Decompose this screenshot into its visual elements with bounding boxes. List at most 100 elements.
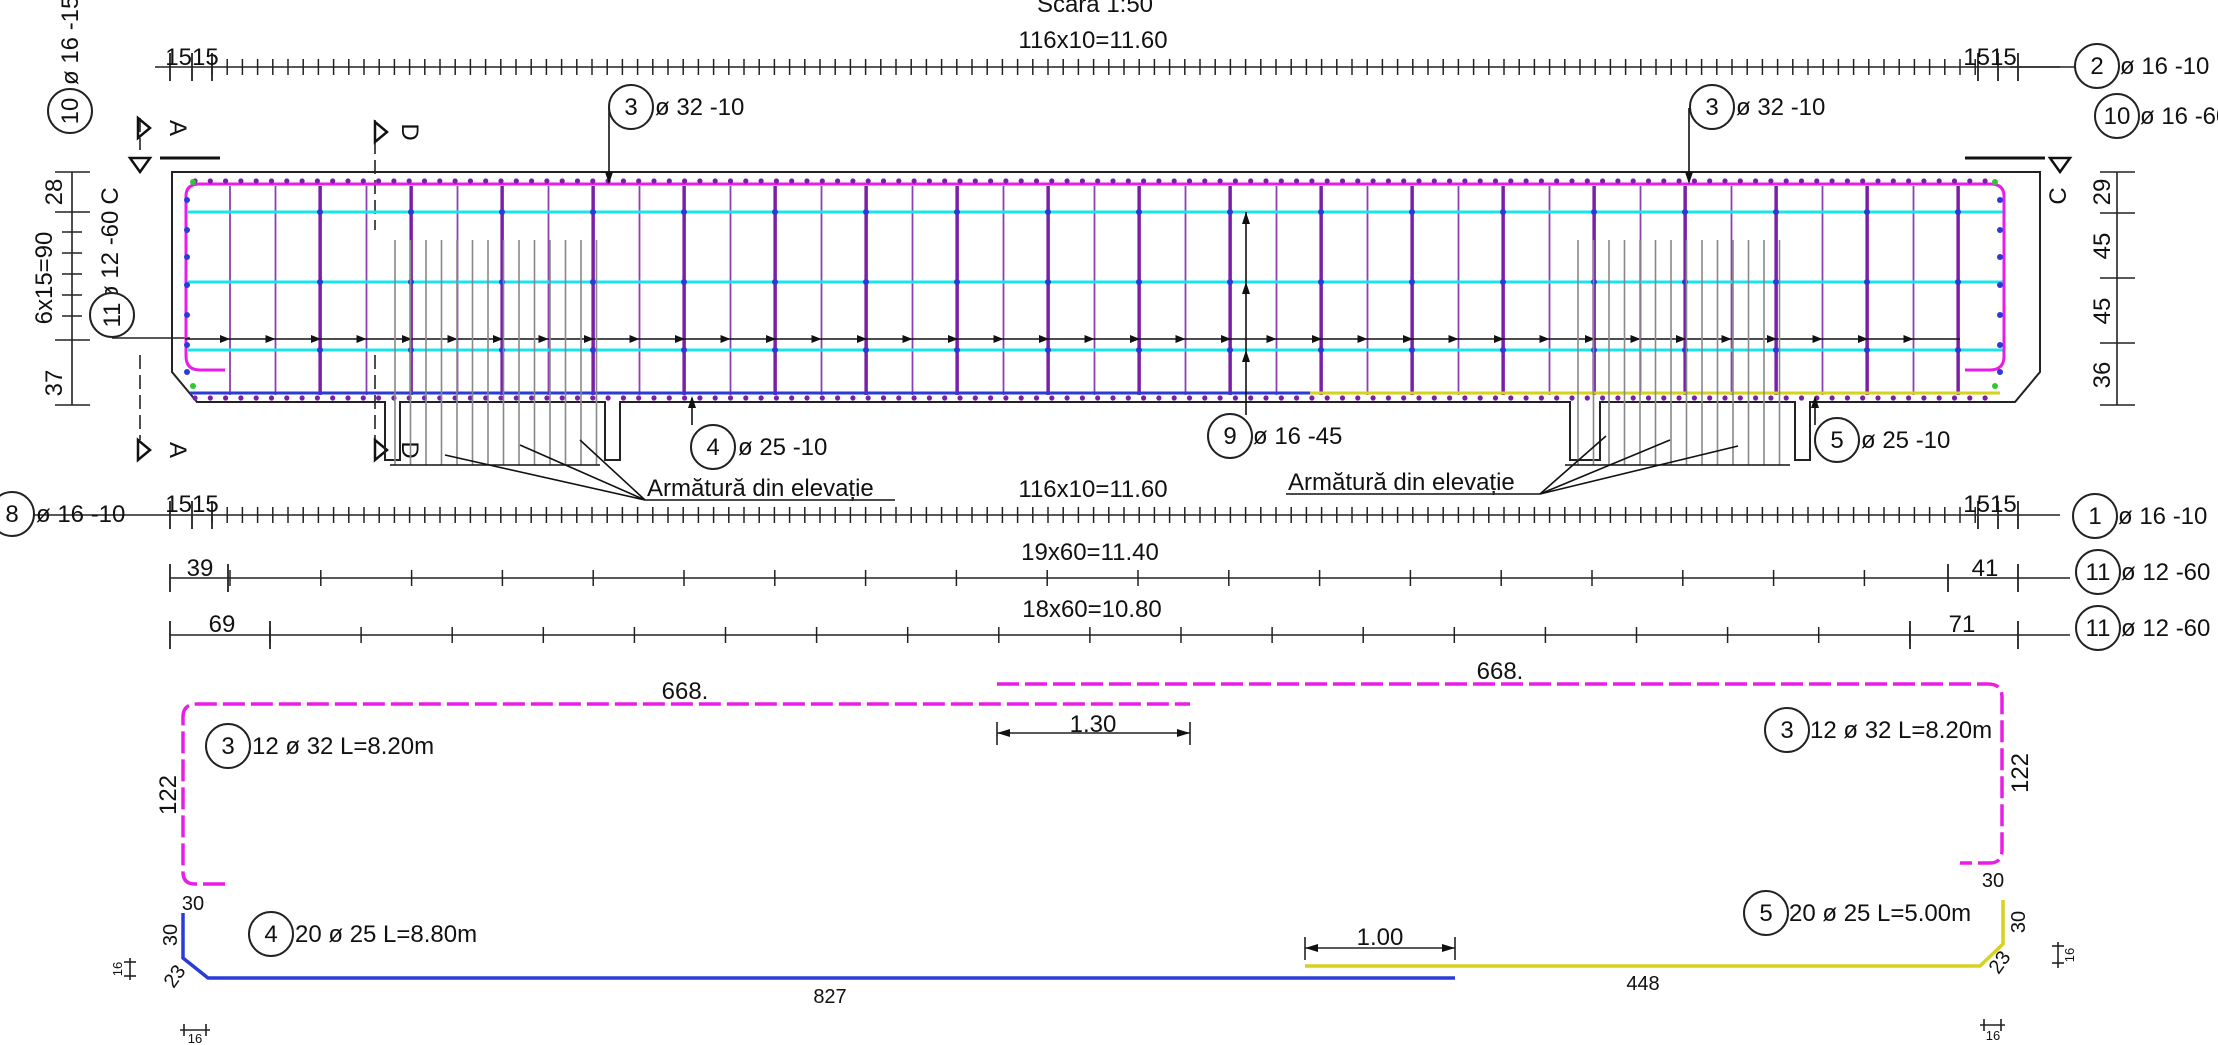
node-dot [681,347,687,353]
bar-dot [865,395,871,401]
bar-dot [865,178,871,184]
bar-dot [437,178,443,184]
bar-dot [1967,395,1973,401]
node-dot [1045,279,1051,285]
bar-dot [1018,178,1024,184]
side-dot [184,254,190,260]
mark-11-a-number: 11 [2086,559,2111,586]
arrow-head [1357,335,1368,343]
bar-dot [1125,395,1131,401]
mark-3-top-right: 3 ø 32 -10 [1685,84,1825,184]
right-dim-3: 45 [2089,298,2116,325]
bar-dot [223,395,229,401]
node-dot [1318,209,1324,215]
elevation-label-right: Armătură din elevație [1286,435,1739,496]
bar-dot [529,178,535,184]
bar-5-overlap: 1.00 [1357,924,1404,951]
bar-3-right-hook: 30 [1982,870,2004,892]
mark-5: 5 ø 25 -10 [1811,396,1950,463]
bar-dot [911,395,917,401]
bar-5-mark-label: 20 ø 25 L=5.00m [1789,900,1971,927]
bar-3-left-hook: 30 [182,893,204,915]
bar-dot [1385,178,1391,184]
bar-dot [299,178,305,184]
node-dot [1864,279,1870,285]
bar-3-left-height: 122 [155,775,182,815]
side-dot [1997,282,2003,288]
section-a-bottom: A [164,442,191,458]
distribution-arrows [220,335,1914,343]
bar-dot [590,395,596,401]
arrow-head [356,335,367,343]
bar-dot [1691,395,1697,401]
arrow-head [1721,335,1732,343]
bar-dot [1982,395,1988,401]
bar-dot [1554,395,1560,401]
mark-9: 9 ø 16 -45 [1207,212,1342,459]
mark-4-label: ø 25 -10 [738,434,827,461]
arrow-head [675,335,685,343]
node-dot [1136,209,1142,215]
bar-dot [1584,395,1590,401]
bar-dot [253,178,259,184]
node-dot [1500,347,1506,353]
arrow-head [1494,335,1504,343]
bar-dot [544,395,550,401]
bar-dot [1431,395,1437,401]
arrow-head [1130,335,1140,343]
bar-dot [1171,178,1177,184]
section-c-left: C [97,187,124,204]
section-a-top: A [164,120,191,136]
bar-dot [1186,395,1193,401]
bottom-spacing-right-ends: 1515 [1963,491,2016,518]
bar-dot [1110,178,1116,184]
top-bar-3 [184,182,2006,372]
bar-3-right-shape [997,682,2004,865]
bar-dot [1355,178,1361,184]
bar-dot [636,178,642,184]
bar-dot [896,178,902,184]
mark-3-top-right-label: ø 32 -10 [1736,94,1825,121]
right-dim-1: 29 [2089,179,2116,206]
bar-dot [284,395,290,401]
spacing-60-b: 69 18x60=10.80 71 11 ø 12 -60 [169,596,2210,651]
bar-dot [1401,395,1407,401]
bar-dot [360,178,366,184]
bar-dot [1722,178,1728,184]
bar-dot [1875,395,1881,401]
mark-10-right: 10 ø 16 -60 [2094,93,2218,139]
arrow-head [766,335,776,343]
bar-dot [1523,178,1529,184]
node-dot [681,209,687,215]
bar-dot [483,395,489,401]
mark-1: 1 ø 16 -10 [2072,493,2207,539]
elev-label-left: Armătură din elevație [647,475,874,502]
end-marker [1992,383,1998,389]
bar-4-up: 30 [160,924,182,946]
bar-dot [850,395,856,401]
bar-dot [1125,178,1131,184]
bar-dot [253,395,259,401]
bar-5-shape [1305,900,2005,968]
bar-dot [1691,178,1697,184]
bar-dot [1248,395,1254,401]
bar-5-diag: 23 [1985,947,2016,978]
bar-dot [1263,178,1269,184]
bar-5-tick: 16 [2062,948,2077,962]
bar-dot [574,395,581,401]
drawing-title: Scara 1:50 [1037,0,1153,18]
bar-dot [1936,395,1942,401]
bar-dot [743,178,749,184]
bar-dot [268,395,275,401]
side-dot [184,369,190,375]
bar-dot [1232,395,1238,401]
bar-dot [1798,395,1805,401]
top-spacing-line: 1515 116x10=11.60 1515 [155,27,2060,81]
bar-dot [1339,178,1346,184]
bar-dot [1462,395,1468,401]
bar-dot [1232,178,1238,184]
bar-dot [1033,178,1040,184]
bar-dot [376,178,382,184]
mark-8-label: ø 16 -10 [36,501,125,528]
